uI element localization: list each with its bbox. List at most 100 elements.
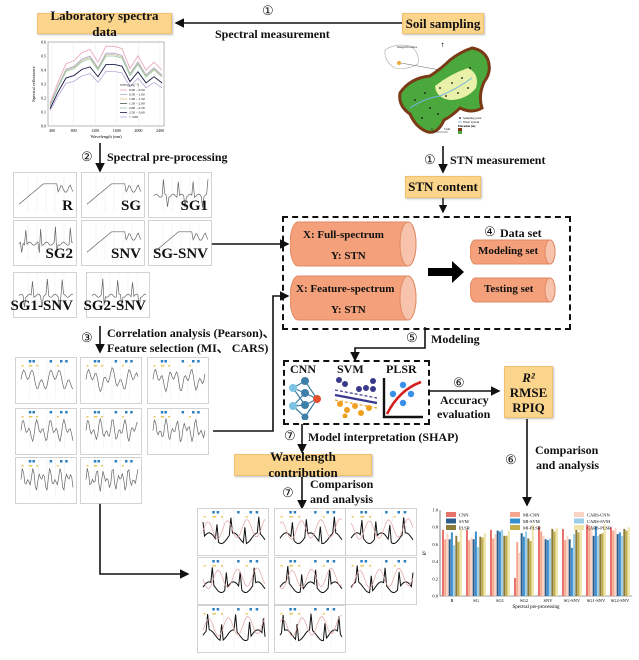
bar-mi-plsr-sg2-snv — [625, 530, 628, 596]
bar-mi-plsr-snv — [553, 531, 556, 596]
spectra-ytick: 0.0 — [41, 124, 46, 129]
feature-selection-thumb-4 — [80, 408, 142, 455]
bar-ytick: 0.2 — [432, 576, 438, 581]
feature-selection-thumb-7 — [80, 457, 142, 504]
testing-set-cylinder — [470, 277, 556, 303]
bar-mi-cnn-sg-snv — [564, 540, 567, 596]
bar-svm-sg1-snv — [592, 535, 595, 596]
preprocessing-method-label: SNV — [110, 246, 141, 262]
stn-content-label: STN content — [408, 179, 478, 194]
bar-mi-svm-r — [450, 532, 453, 596]
modeling-label: Modeling — [431, 332, 480, 346]
bar-mi-cnn-sg2 — [516, 541, 519, 596]
bar-xtick: SNV — [543, 598, 553, 603]
model-svm-label: SVM — [337, 362, 364, 376]
spectra-ytick: 0.4 — [41, 68, 46, 73]
spectra-line-6 — [49, 71, 163, 111]
comparison-mid-line2: and analysis — [310, 492, 374, 506]
spectra-legend-entry: 2.00 – 2.50 — [129, 106, 145, 110]
bar-mi-svm-sg2-snv — [618, 532, 621, 596]
bar-mi-cnn-sg2-snv — [612, 530, 615, 596]
legend-label-svm: SVM — [459, 519, 469, 524]
bar-cars-cnn-snv — [542, 535, 545, 596]
bar-cars-plsr-sg — [483, 533, 486, 596]
leader-line — [400, 62, 441, 71]
shap-thumb-3 — [197, 557, 269, 605]
dataset-title: Data set — [500, 226, 542, 240]
bar-cars-cnn-sg — [470, 537, 473, 596]
water-system — [409, 77, 473, 109]
spectra-ytick: 0.2 — [41, 96, 46, 101]
bar-plsr-sg1 — [503, 535, 506, 596]
legend-label-cars-cnn: CARS-CNN — [587, 512, 611, 517]
soil-sampling-label: Soil sampling — [405, 15, 481, 31]
bar-plsr-sg1-snv — [599, 534, 602, 596]
map-legend: Sampling point Water system Elevation (m… — [458, 116, 482, 134]
scale-bar: 0 5 km — [431, 127, 451, 133]
step-6-comparison: ⑥ — [505, 452, 517, 467]
feature-spectrum-x: X: Feature-spectrum — [296, 283, 395, 295]
bar-plsr-r — [455, 535, 458, 596]
plsr-regression-icon — [382, 378, 423, 419]
bar-xtick: SG1-SNV — [587, 598, 606, 603]
bar-cnn-sg1 — [490, 529, 492, 596]
preprocessing-thumb-r — [13, 172, 77, 218]
step-5-modeling: ⑤ — [406, 330, 418, 345]
bar-ytick: 0.4 — [432, 559, 438, 564]
preprocessing-method-label: SG — [120, 198, 141, 214]
bar-mi-svm-sg-snv — [570, 547, 573, 596]
province-outline — [384, 44, 419, 69]
svg-text:Water system: Water system — [463, 120, 480, 124]
shap-thumb-7 — [274, 605, 346, 653]
spectra-xtick: 1200 — [91, 128, 99, 133]
lab-spectra-label: Laboratory spectra data — [50, 7, 159, 39]
spectra-legend-entry: 2.50 – 3.00 — [129, 111, 145, 115]
preprocessing-label: Spectral pre-processing — [107, 150, 228, 164]
spectra-ytick: 0.5 — [41, 54, 46, 59]
feature-spectrum-cylinder — [290, 275, 417, 321]
shap-thumb-1 — [274, 508, 346, 556]
spectra-xtick: 800 — [71, 128, 77, 133]
svm-scatter-icon — [334, 377, 378, 418]
legend-swatch-mi-plsr — [510, 525, 520, 530]
bar-mi-svm-sg2 — [522, 536, 525, 596]
full-spectrum-x: X: Full-spectrum — [303, 229, 384, 241]
bar-mi-svm-sg1-snv — [594, 526, 597, 596]
shap-thumb-2 — [345, 508, 417, 556]
legend-label-mi-cnn: MI-CNN — [523, 512, 540, 517]
full-spectrum-cylinder — [290, 221, 417, 267]
arrow-modeling — [350, 327, 426, 362]
legend-label-mi-svm: MI-SVM — [523, 519, 540, 524]
bar-cars-svm-r — [453, 545, 456, 596]
bar-mi-plsr-sg1-snv — [601, 533, 604, 596]
bar-cars-plsr-sg2-snv — [627, 527, 630, 596]
bar-mi-svm-snv — [546, 540, 549, 596]
bar-mi-cnn-sg — [468, 540, 471, 596]
bar-ylabel: R² — [422, 550, 428, 556]
evaluation-label: evaluation — [437, 407, 491, 421]
testing-set-label: Testing set — [484, 283, 534, 295]
bar-cars-svm-sg1 — [501, 529, 504, 596]
step-2-preprocessing: ② — [81, 149, 93, 164]
svg-text:5 km: 5 km — [444, 127, 451, 131]
svg-text:Elevation (m): Elevation (m) — [458, 124, 475, 128]
legend-label-cars-svm: CARS-SVM — [587, 519, 610, 524]
bar-cnn-sg2-snv — [610, 527, 612, 596]
step-7-interpretation: ⑦ — [284, 428, 296, 443]
spectra-xtick: 2000 — [134, 128, 142, 133]
soil-map: Jiangxi Province ⇡ Sampling point Water … — [384, 42, 491, 134]
county-marker — [397, 61, 401, 65]
bar-plsr-snv — [551, 528, 554, 596]
bar-plsr-sg2-snv — [623, 528, 626, 596]
legend-label-mi-plsr: MI-PLSR — [523, 525, 541, 530]
metric-rmse: RMSE — [509, 384, 548, 400]
preprocessing-method-label: SG2-SNV — [83, 298, 146, 314]
bar-cars-cnn-sg1 — [494, 534, 497, 596]
arrow-to-feature-spectrum — [213, 291, 290, 432]
bar-ytick: 1.0 — [432, 508, 438, 513]
north-arrow-icon: ⇡ — [440, 42, 445, 49]
big-arrow-split — [428, 261, 464, 283]
legend-swatch-mi-cnn — [510, 512, 520, 517]
accuracy-label: Accuracy — [440, 393, 489, 407]
